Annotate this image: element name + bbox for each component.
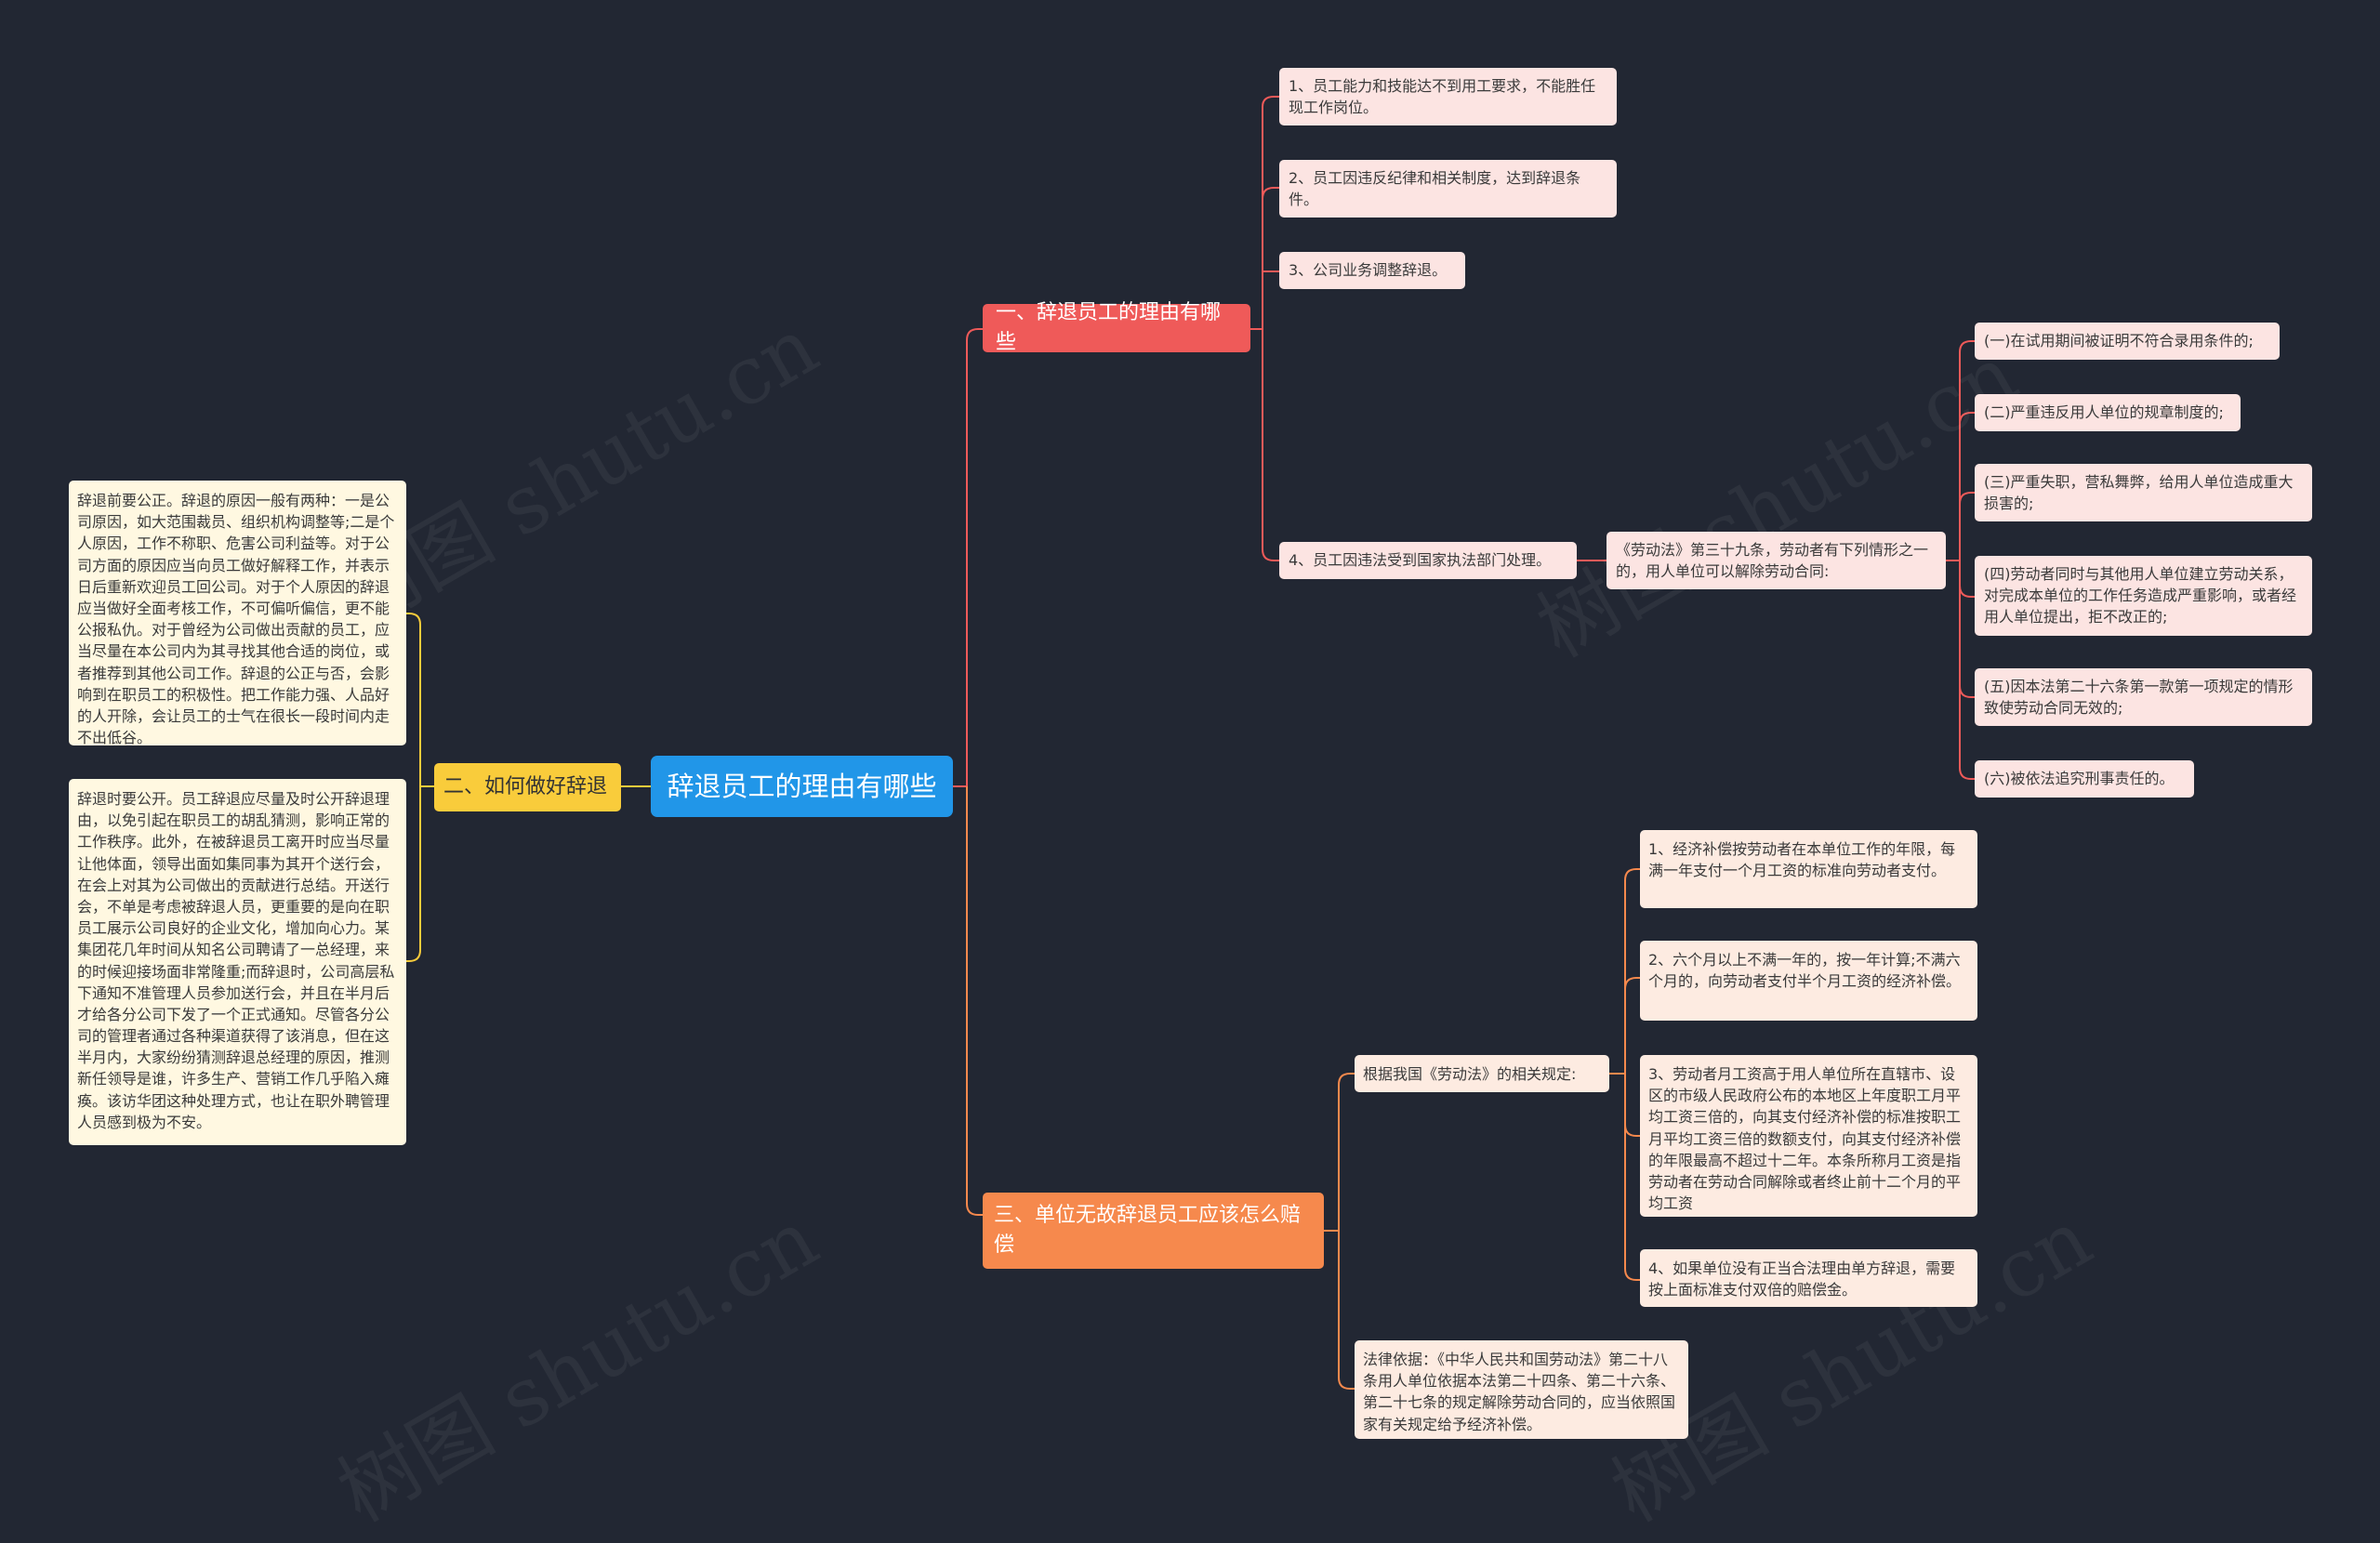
law-item[interactable]: (一)在试用期间被证明不符合录用条件的; xyxy=(1975,323,2280,360)
compensation-item[interactable]: 1、经济补偿按劳动者在本单位工作的年限，每满一年支付一个月工资的标准向劳动者支付… xyxy=(1640,830,1977,908)
reason-item[interactable]: 3、公司业务调整辞退。 xyxy=(1279,252,1465,289)
connector-lines xyxy=(406,96,1975,1390)
reason-item[interactable]: 1、员工能力和技能达不到用工要求，不能胜任现工作岗位。 xyxy=(1279,68,1617,125)
root-topic[interactable]: 辞退员工的理由有哪些 xyxy=(651,756,953,817)
branch-compensation[interactable]: 三、单位无故辞退员工应该怎么赔偿 xyxy=(983,1193,1324,1269)
labor-law-provisions[interactable]: 根据我国《劳动法》的相关规定: xyxy=(1355,1055,1609,1092)
law-item[interactable]: (四)劳动者同时与其他用人单位建立劳动关系，对完成本单位的工作任务造成严重影响，… xyxy=(1975,556,2312,636)
law-item[interactable]: (六)被依法追究刑事责任的。 xyxy=(1975,760,2194,798)
legal-basis[interactable]: 法律依据：《中华人民共和国劳动法》第二十八条用人单位依据本法第二十四条、第二十六… xyxy=(1355,1340,1688,1439)
compensation-item[interactable]: 4、如果单位没有正当合法理由单方辞退，需要按上面标准支付双倍的赔偿金。 xyxy=(1640,1249,1977,1307)
reason-item[interactable]: 4、员工因违法受到国家执法部门处理。 xyxy=(1279,542,1577,579)
dismiss-fairness-note[interactable]: 辞退前要公正。辞退的原因一般有两种：一是公司原因，如大范围裁员、组织机构调整等;… xyxy=(69,481,406,746)
branch-reasons[interactable]: 一、辞退员工的理由有哪些 xyxy=(983,301,1250,354)
law-item[interactable]: (二)严重违反用人单位的规章制度的; xyxy=(1975,394,2241,431)
compensation-item[interactable]: 3、劳动者月工资高于用人单位所在直辖市、设区的市级人民政府公布的本地区上年度职工… xyxy=(1640,1055,1977,1217)
law-item[interactable]: (五)因本法第二十六条第一款第一项规定的情形致使劳动合同无效的; xyxy=(1975,668,2312,726)
dismiss-openness-note[interactable]: 辞退时要公开。员工辞退应尽量及时公开辞退理由，以免引起在职员工的胡乱猜测，影响正… xyxy=(69,779,406,1145)
reason-item[interactable]: 2、员工因违反纪律和相关制度，达到辞退条件。 xyxy=(1279,160,1617,218)
compensation-item[interactable]: 2、六个月以上不满一年的，按一年计算;不满六个月的，向劳动者支付半个月工资的经济… xyxy=(1640,941,1977,1021)
law-item[interactable]: (三)严重失职，营私舞弊，给用人单位造成重大损害的; xyxy=(1975,464,2312,521)
branch-how-to-dismiss[interactable]: 二、如何做好辞退 xyxy=(434,763,621,811)
law-article-39[interactable]: 《劳动法》第三十九条，劳动者有下列情形之一的，用人单位可以解除劳动合同: xyxy=(1606,532,1946,589)
